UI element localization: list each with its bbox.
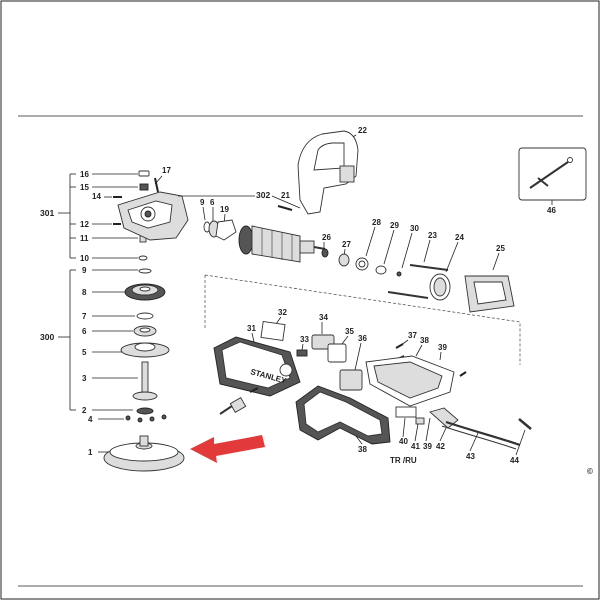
part-15-nut <box>139 183 149 191</box>
callout-26: 26 <box>322 233 331 242</box>
assembly-group-outline <box>204 274 521 365</box>
part-30-clip <box>396 271 402 277</box>
part-43-cable <box>445 420 521 447</box>
part-46-inset <box>518 147 587 201</box>
callout-4: 4 <box>88 415 93 424</box>
callout-34: 34 <box>319 313 328 322</box>
part-32-label-plate <box>260 321 286 341</box>
callout-25: 25 <box>496 244 505 253</box>
callout-33: 33 <box>300 335 309 344</box>
callout-42: 42 <box>436 442 445 451</box>
part-38-rear-handle <box>295 385 391 445</box>
part-36-electronics <box>339 369 363 391</box>
callout-38b: 38 <box>358 445 367 454</box>
callout-302: 302 <box>256 190 270 200</box>
callout-22: 22 <box>358 126 367 135</box>
callout-41: 41 <box>411 442 420 451</box>
part-29-ring <box>375 265 387 275</box>
callout-29: 29 <box>390 221 399 230</box>
copyright-mark: © <box>587 467 593 476</box>
part-17-screw <box>154 177 159 193</box>
callout-7: 7 <box>82 312 87 321</box>
part-7-circlip <box>136 312 154 320</box>
part-26-bearing <box>321 248 329 258</box>
part-9-ring <box>138 268 152 274</box>
part-2-nut <box>136 407 154 415</box>
callout-5: 5 <box>82 348 87 357</box>
callout-8: 8 <box>82 288 87 297</box>
part-46-key <box>529 161 569 189</box>
callout-31: 31 <box>247 324 256 333</box>
callout-15: 15 <box>80 183 89 192</box>
part-21-screw <box>277 205 293 211</box>
callout-6b: 6 <box>210 198 215 207</box>
callout-28: 28 <box>372 218 381 227</box>
part-38-handle-cover <box>365 355 455 407</box>
callout-12: 12 <box>80 220 89 229</box>
callout-6: 6 <box>82 327 87 336</box>
part-16-cap <box>138 170 150 177</box>
callout-24: 24 <box>455 233 464 242</box>
callout-46: 46 <box>547 206 556 215</box>
callout-30: 30 <box>410 224 419 233</box>
callout-39b: 39 <box>423 442 432 451</box>
part-23b-screw <box>387 291 429 299</box>
part-spindle-lock <box>219 397 247 415</box>
part-10-washer <box>138 255 148 261</box>
part-27-bearing <box>338 253 350 267</box>
callout-19: 19 <box>220 205 229 214</box>
part-37-screw <box>395 343 404 349</box>
callout-39a: 39 <box>438 343 447 352</box>
part-3-spindle <box>141 361 149 393</box>
callout-10: 10 <box>80 254 89 263</box>
part-44-plug <box>518 418 532 430</box>
callout-3: 3 <box>82 374 87 383</box>
callout-2: 2 <box>82 406 87 415</box>
callout-9b: 9 <box>200 198 205 207</box>
callout-11: 11 <box>80 234 89 243</box>
callout-301: 301 <box>40 208 54 218</box>
callout-9a: 9 <box>82 266 87 275</box>
callout-17: 17 <box>162 166 171 175</box>
part-39-screw <box>459 371 467 377</box>
tr-ru-note: TR /RU <box>390 456 417 465</box>
part-23-screw <box>409 264 449 271</box>
part-31-motor-housing: STANLEY <box>213 336 301 397</box>
callout-37: 37 <box>408 331 417 340</box>
callout-14: 14 <box>92 192 101 201</box>
callout-43: 43 <box>466 452 475 461</box>
callout-35: 35 <box>345 327 354 336</box>
callout-38a: 38 <box>420 336 429 345</box>
part-40-label <box>395 406 417 418</box>
callout-40: 40 <box>399 437 408 446</box>
part-33-clip <box>296 349 308 357</box>
highlight-arrow <box>190 435 265 463</box>
part-4-screws <box>125 414 167 423</box>
callout-36: 36 <box>358 334 367 343</box>
callout-27: 27 <box>342 240 351 249</box>
part-41-clip <box>415 417 425 425</box>
callout-44: 44 <box>510 456 519 465</box>
callout-300: 300 <box>40 332 54 342</box>
part-19-plate <box>215 219 237 241</box>
callout-32: 32 <box>278 308 287 317</box>
callout-21: 21 <box>281 191 290 200</box>
callout-1: 1 <box>88 448 93 457</box>
part-35-switch <box>327 343 347 363</box>
callout-16: 16 <box>80 170 89 179</box>
callout-23: 23 <box>428 231 437 240</box>
part-302-armature <box>238 225 326 263</box>
